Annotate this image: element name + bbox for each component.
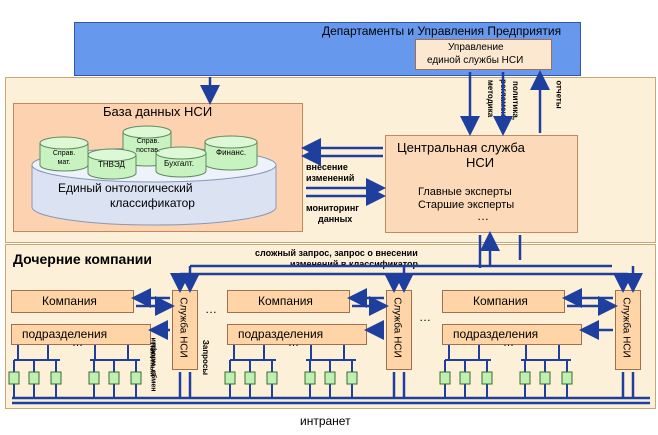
cylinder-label-sprav-mat: Справ. мат. bbox=[52, 150, 76, 166]
request-line2: изменений в классификатор bbox=[290, 259, 419, 269]
subsidiaries-title: Дочерние компании bbox=[13, 251, 153, 267]
flow-input-line1: внесение bbox=[306, 162, 348, 172]
flow-monitor-line2: данных bbox=[318, 214, 353, 224]
central-title-line2: НСИ bbox=[466, 155, 495, 170]
terminal-groups bbox=[8, 345, 573, 398]
flow-monitor-line1: мониторинг bbox=[306, 203, 360, 213]
nsi-management-line1: Управление bbox=[448, 42, 504, 53]
request-line1: сложный запрос, запрос о внесении bbox=[255, 248, 418, 258]
central-service-panel bbox=[385, 135, 578, 233]
cylinder-tnved bbox=[87, 148, 137, 180]
central-experts-line1: Главные эксперты bbox=[418, 186, 512, 198]
nsi-management-line2: единой службы НСИ bbox=[427, 55, 524, 66]
service-box-1 bbox=[172, 290, 198, 370]
dots-between-1: … bbox=[205, 302, 217, 316]
dots-divisions-3: … bbox=[503, 337, 514, 349]
service-box-2 bbox=[386, 290, 412, 370]
cylinder-label-buhgalt: Бухгалт. bbox=[164, 159, 194, 168]
company-label-3: Компания bbox=[473, 294, 528, 308]
central-experts-line2: Старшие эксперты bbox=[418, 199, 515, 211]
central-title-line1: Центральная служба bbox=[397, 140, 525, 155]
divisions-label-3: подразделения bbox=[453, 327, 539, 341]
dots-divisions-1: … bbox=[72, 337, 83, 349]
classifier-line2: классификатор bbox=[110, 196, 195, 210]
dots-between-2: … bbox=[419, 310, 431, 324]
central-ellipsis: … bbox=[477, 209, 489, 223]
cylinder-finans bbox=[204, 135, 258, 171]
cylinder-label-sprav-postav: Справ. постав. bbox=[136, 138, 160, 154]
cylinder-sprav-mat bbox=[39, 136, 89, 172]
flow-input-line2: изменений bbox=[306, 173, 355, 183]
database-title: База данных НСИ bbox=[103, 104, 213, 119]
cylinder-label-finans: Финанс. bbox=[216, 148, 247, 157]
header-title: Департаменты и Управления Предприятия bbox=[322, 24, 562, 38]
service-box-3 bbox=[615, 290, 641, 370]
company-label-1: Компания bbox=[42, 294, 97, 308]
divisions-label-2: подразделения bbox=[238, 327, 324, 341]
cylinder-label-tnved: ТНВЭД bbox=[98, 160, 125, 169]
dots-divisions-2: … bbox=[288, 337, 299, 349]
nsi-management-box bbox=[415, 39, 552, 70]
classifier-line1: Единый онтологический bbox=[58, 181, 193, 195]
company-label-2: Компания bbox=[258, 294, 313, 308]
cylinder-buhgalt bbox=[155, 146, 207, 178]
divisions-label-1: подразделения bbox=[22, 327, 108, 341]
intranet-label: интранет bbox=[300, 414, 351, 428]
